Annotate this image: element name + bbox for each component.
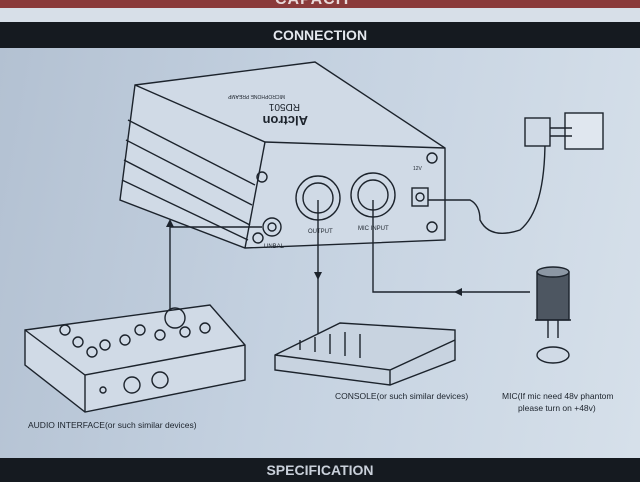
console [274, 322, 456, 386]
mic-input-label: MIC INPUT [358, 226, 389, 232]
console-caption: CONSOLE(or such similar devices) [335, 391, 468, 401]
page-edge [0, 8, 640, 22]
mic-cable [372, 200, 530, 293]
microphone [535, 266, 571, 364]
mic-caption-line1: MIC(If mic need 48v phantom [502, 391, 614, 401]
audio-interface-caption: AUDIO INTERFACE(or such similar devices) [28, 420, 197, 430]
wall-outlet [564, 112, 604, 150]
device-type-label: MICROPHONE PREAMP [227, 93, 285, 99]
device-brand-label: Alctron [262, 113, 308, 128]
output-label: OUTPUT [308, 229, 333, 235]
audio-interface [24, 304, 246, 413]
power-jack [411, 187, 429, 207]
partial-title: CAPACIT [275, 0, 352, 9]
power-label: 12V [413, 166, 423, 172]
power-adapter [524, 117, 551, 147]
preamp-unit [119, 61, 446, 249]
section-header-specification: SPECIFICATION [0, 458, 640, 482]
power-cable [428, 139, 546, 234]
section-header-connection: CONNECTION [0, 22, 640, 48]
device-model-label: RD501 [268, 101, 300, 112]
unbal-jack [262, 217, 282, 237]
unbal-label: UNBAL [264, 244, 285, 250]
mic-caption-line2: please turn on +48v) [518, 403, 596, 413]
